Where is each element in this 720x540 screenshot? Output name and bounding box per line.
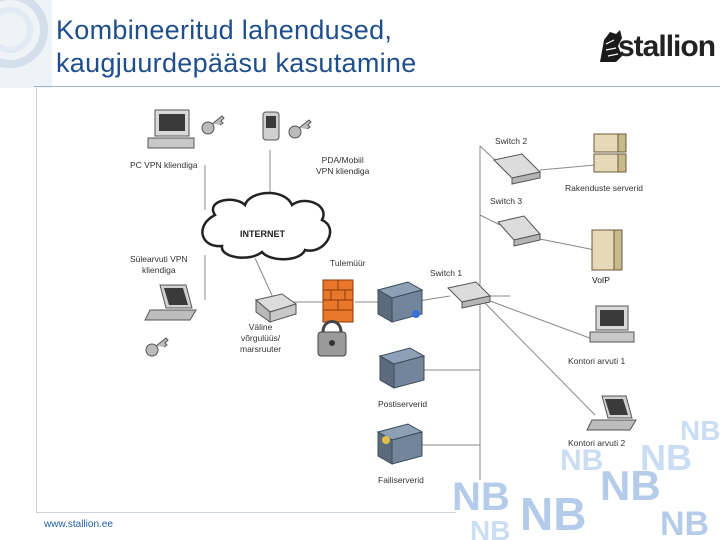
label-router-line-2: võrgulüüs/ [240, 333, 281, 343]
label-mail-servers: Postiserverid [378, 399, 428, 409]
padlock-icon [317, 320, 347, 357]
footer-url[interactable]: www.stallion.ee [44, 519, 113, 530]
switch-1-icon [446, 281, 492, 309]
label-internet: INTERNET [240, 229, 285, 239]
label-office-pc-1: Kontori arvuti 1 [568, 356, 626, 366]
label-office-pc-2: Kontori arvuti 2 [568, 438, 626, 448]
switch-3-icon [497, 215, 541, 247]
label-file-servers: Failiserverid [378, 475, 424, 485]
label-app-servers: Rakenduste serverid [565, 183, 643, 193]
svg-text:NB: NB [452, 475, 510, 519]
connection-lines [204, 145, 596, 480]
label-laptop: Sülearvuti VPN kliendiga [130, 254, 188, 276]
svg-text:NB: NB [640, 437, 692, 478]
logo-text: stallion [618, 30, 716, 63]
title-divider [34, 86, 720, 87]
label-pda: PDA/Mobiil VPN kliendiga [316, 155, 369, 177]
pda-icon [262, 111, 280, 141]
label-router: Väline võrgulüüs/ marsruuter [240, 322, 281, 355]
application-servers-icon [593, 133, 627, 173]
key-icon [201, 115, 225, 135]
slide-title: Kombineeritud lahendused, kaugjuurdepääs… [56, 14, 417, 80]
office-pc-2-icon [586, 395, 637, 431]
switch-2-icon [492, 153, 542, 185]
svg-text:NB: NB [520, 488, 586, 540]
title-line-2: kaugjuurdepääsu kasutamine [56, 48, 417, 78]
internet-cloud-icon [201, 191, 332, 261]
corner-decoration [0, 0, 52, 88]
router-icon [254, 293, 298, 323]
svg-text:NB: NB [600, 462, 661, 509]
label-switch-3: Switch 3 [490, 196, 523, 206]
label-laptop-line-2: kliendiga [142, 265, 176, 275]
svg-text:NB: NB [680, 415, 720, 446]
server-icon [376, 281, 424, 323]
label-switch-1: Switch 1 [430, 268, 463, 278]
voip-server-icon [591, 229, 623, 271]
laptop-vpn-client-icon [144, 284, 197, 321]
office-pc-1-icon [589, 305, 635, 343]
label-pda-line-1: PDA/Mobiil [321, 155, 364, 165]
label-pc-vpn: PC VPN kliendiga [130, 160, 198, 170]
label-switch-2: Switch 2 [495, 136, 528, 146]
mail-servers-icon [378, 347, 426, 389]
label-laptop-line-1: Sülearvuti VPN [130, 254, 188, 264]
left-margin-line [36, 88, 37, 512]
key-icon-3 [145, 337, 169, 357]
svg-text:NB: NB [470, 515, 510, 540]
nb-watermark: NB NB NB NB NB NB NB NB [452, 415, 720, 540]
key-icon-2 [288, 119, 312, 139]
firewall-icon [322, 279, 354, 323]
label-voip: VoIP [592, 275, 610, 285]
label-router-line-1: Väline [248, 322, 273, 332]
footer-divider [36, 512, 456, 513]
file-servers-icon [376, 423, 424, 465]
stallion-logo [600, 30, 622, 62]
pc-vpn-client-icon [147, 109, 195, 149]
svg-text:NB: NB [560, 444, 603, 477]
label-pda-line-2: VPN kliendiga [316, 166, 370, 176]
svg-text:NB: NB [660, 505, 709, 540]
label-router-line-3: marsruuter [240, 344, 282, 354]
label-firewall: Tulemüür [330, 258, 366, 268]
title-line-1: Kombineeritud lahendused, [56, 15, 393, 45]
